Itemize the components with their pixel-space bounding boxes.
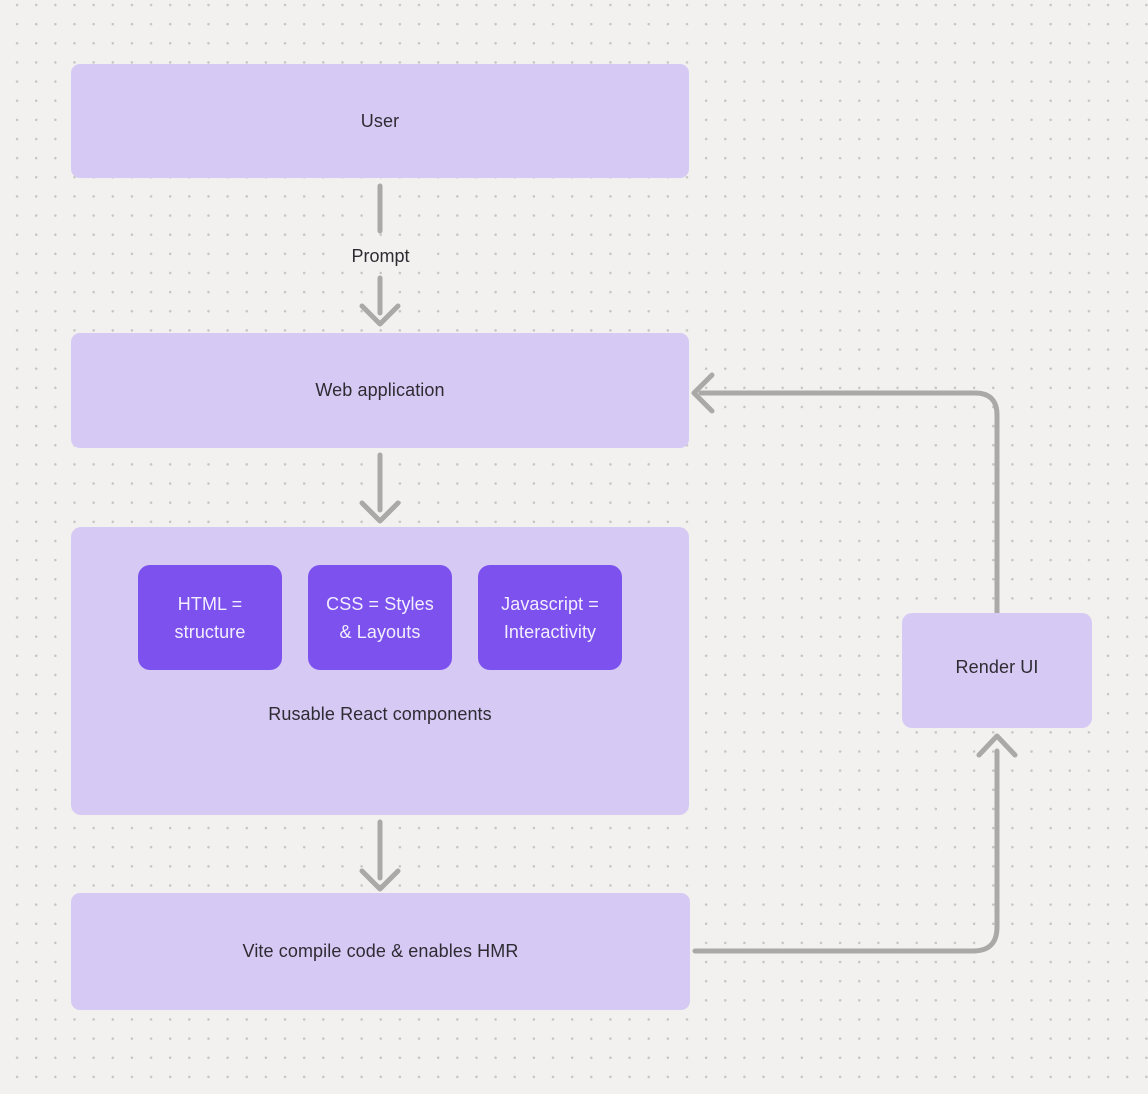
arrowhead-down-vite-icon — [359, 868, 401, 892]
edge-label-prompt: Prompt — [329, 245, 432, 269]
arrowhead-down-components-icon — [359, 500, 401, 524]
node-javascript: Javascript = Interactivity — [478, 565, 622, 670]
edge-renderui-to-webapp-line — [698, 390, 1000, 616]
node-components-group: HTML = structure CSS = Styles & Layouts … — [71, 527, 689, 815]
arrowhead-down-webapp-icon — [359, 303, 401, 327]
node-vite-label: Vite compile code & enables HMR — [242, 941, 519, 961]
node-css-label: CSS = Styles & Layouts — [326, 593, 434, 642]
arrowhead-up-renderui-icon — [976, 733, 1018, 758]
edge-vite-to-renderui-line — [692, 748, 1000, 954]
node-web-application-label: Web application — [315, 380, 445, 400]
node-vite: Vite compile code & enables HMR — [71, 893, 690, 1010]
node-web-application: Web application — [71, 333, 689, 448]
node-css: CSS = Styles & Layouts — [308, 565, 452, 670]
node-render-ui-label: Render UI — [955, 657, 1039, 677]
node-render-ui: Render UI — [902, 613, 1092, 728]
node-html: HTML = structure — [138, 565, 282, 670]
node-user-label: User — [360, 110, 400, 131]
components-group-caption: Rusable React components — [268, 704, 492, 724]
node-user: User — [71, 64, 689, 178]
node-javascript-label: Javascript = Interactivity — [501, 593, 599, 642]
arrowhead-left-webapp-icon — [691, 372, 715, 414]
node-html-label: HTML = structure — [174, 593, 246, 642]
